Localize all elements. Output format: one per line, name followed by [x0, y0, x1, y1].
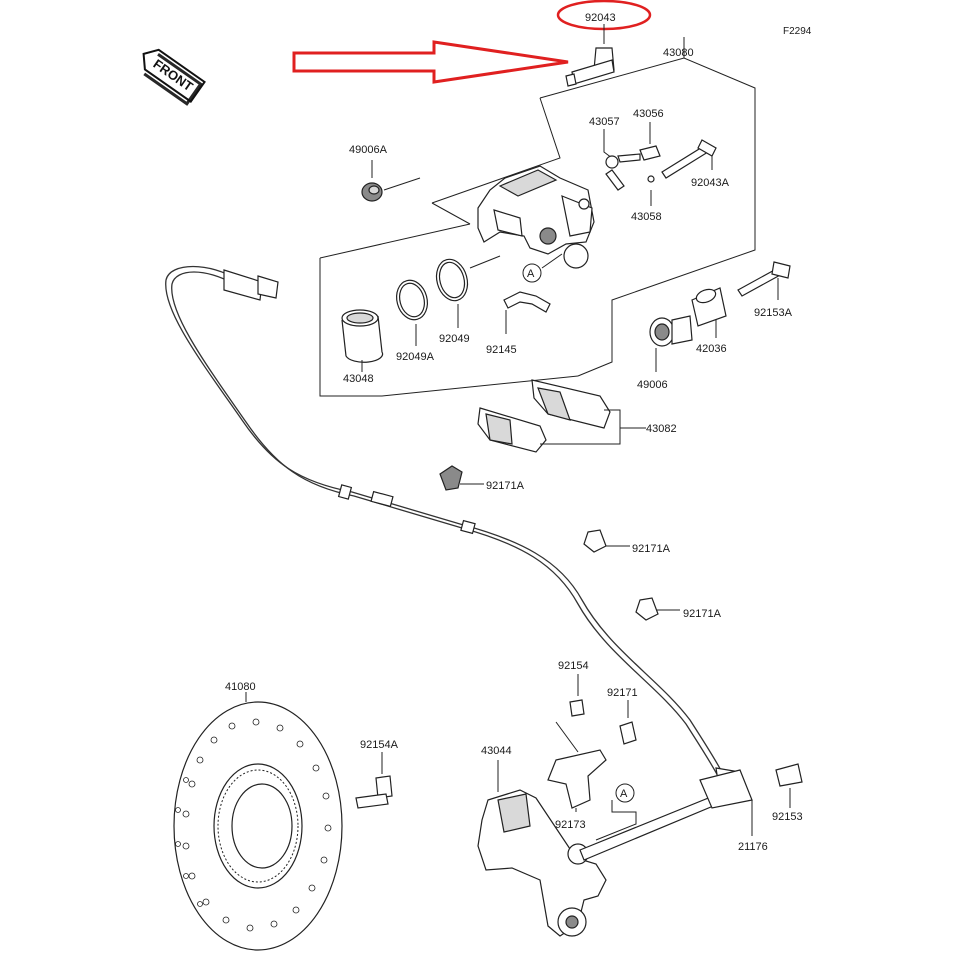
callout-43082: 43082: [646, 423, 677, 435]
slide-pin-parts: [649, 261, 791, 372]
pad-spring-92145: [503, 291, 551, 334]
brake-pads-43082: [477, 379, 646, 453]
callout-43044: 43044: [481, 745, 512, 757]
callout-92043A: 92043A: [691, 177, 730, 189]
callout-43080: 43080: [663, 47, 694, 59]
ref-mark-a-lower: A: [595, 783, 637, 841]
highlight-arrow: [292, 40, 569, 84]
callout-92171A-1: 92171A: [486, 480, 525, 492]
hose-clamps: [439, 465, 680, 621]
callout-92049A: 92049A: [396, 351, 435, 363]
callout-92171: 92171: [607, 687, 638, 699]
callout-49006: 49006: [637, 379, 668, 391]
callout-92153A: 92153A: [754, 307, 793, 319]
axle-and-bolt: [579, 763, 803, 861]
ref-mark-a-lower-label: A: [620, 788, 628, 800]
callout-49006A: 49006A: [349, 144, 388, 156]
callout-43057: 43057: [589, 116, 620, 128]
front-direction-badge: FRONT: [142, 48, 206, 106]
disc-bolt-92154A: [355, 752, 393, 809]
callout-labels: 92043 43080 49006A 43057 43056 92043A 43…: [225, 12, 803, 853]
caliper-assembly-outline: [319, 37, 756, 397]
callout-43048: 43048: [343, 373, 374, 385]
callout-92171A-3: 92171A: [683, 608, 722, 620]
ref-mark-a-upper: A: [522, 253, 563, 283]
callout-41080: 41080: [225, 681, 256, 693]
caliper-body: [477, 165, 595, 269]
callout-92154A: 92154A: [360, 739, 399, 751]
callout-92049: 92049: [439, 333, 470, 345]
sensor-bracket-parts: [547, 674, 637, 812]
callout-92173: 92173: [555, 819, 586, 831]
brake-disc-41080: [173, 692, 343, 951]
bleeder-parts: [603, 122, 661, 206]
callout-92153: 92153: [772, 811, 803, 823]
pin-92043A: [661, 139, 717, 179]
boot-49006A: [361, 160, 421, 202]
bolt-92043: [565, 24, 615, 87]
callout-92171A-2: 92171A: [632, 543, 671, 555]
callout-42036: 42036: [696, 343, 727, 355]
callout-92043: 92043: [585, 12, 616, 24]
callout-43058: 43058: [631, 211, 662, 223]
ref-mark-a-upper-label: A: [527, 268, 535, 280]
callout-43056: 43056: [633, 108, 664, 120]
figure-code: F2294: [783, 26, 812, 37]
callout-92154: 92154: [558, 660, 589, 672]
piston-and-seals: [341, 255, 501, 372]
callout-92145: 92145: [486, 344, 517, 356]
callout-21176: 21176: [738, 841, 768, 853]
